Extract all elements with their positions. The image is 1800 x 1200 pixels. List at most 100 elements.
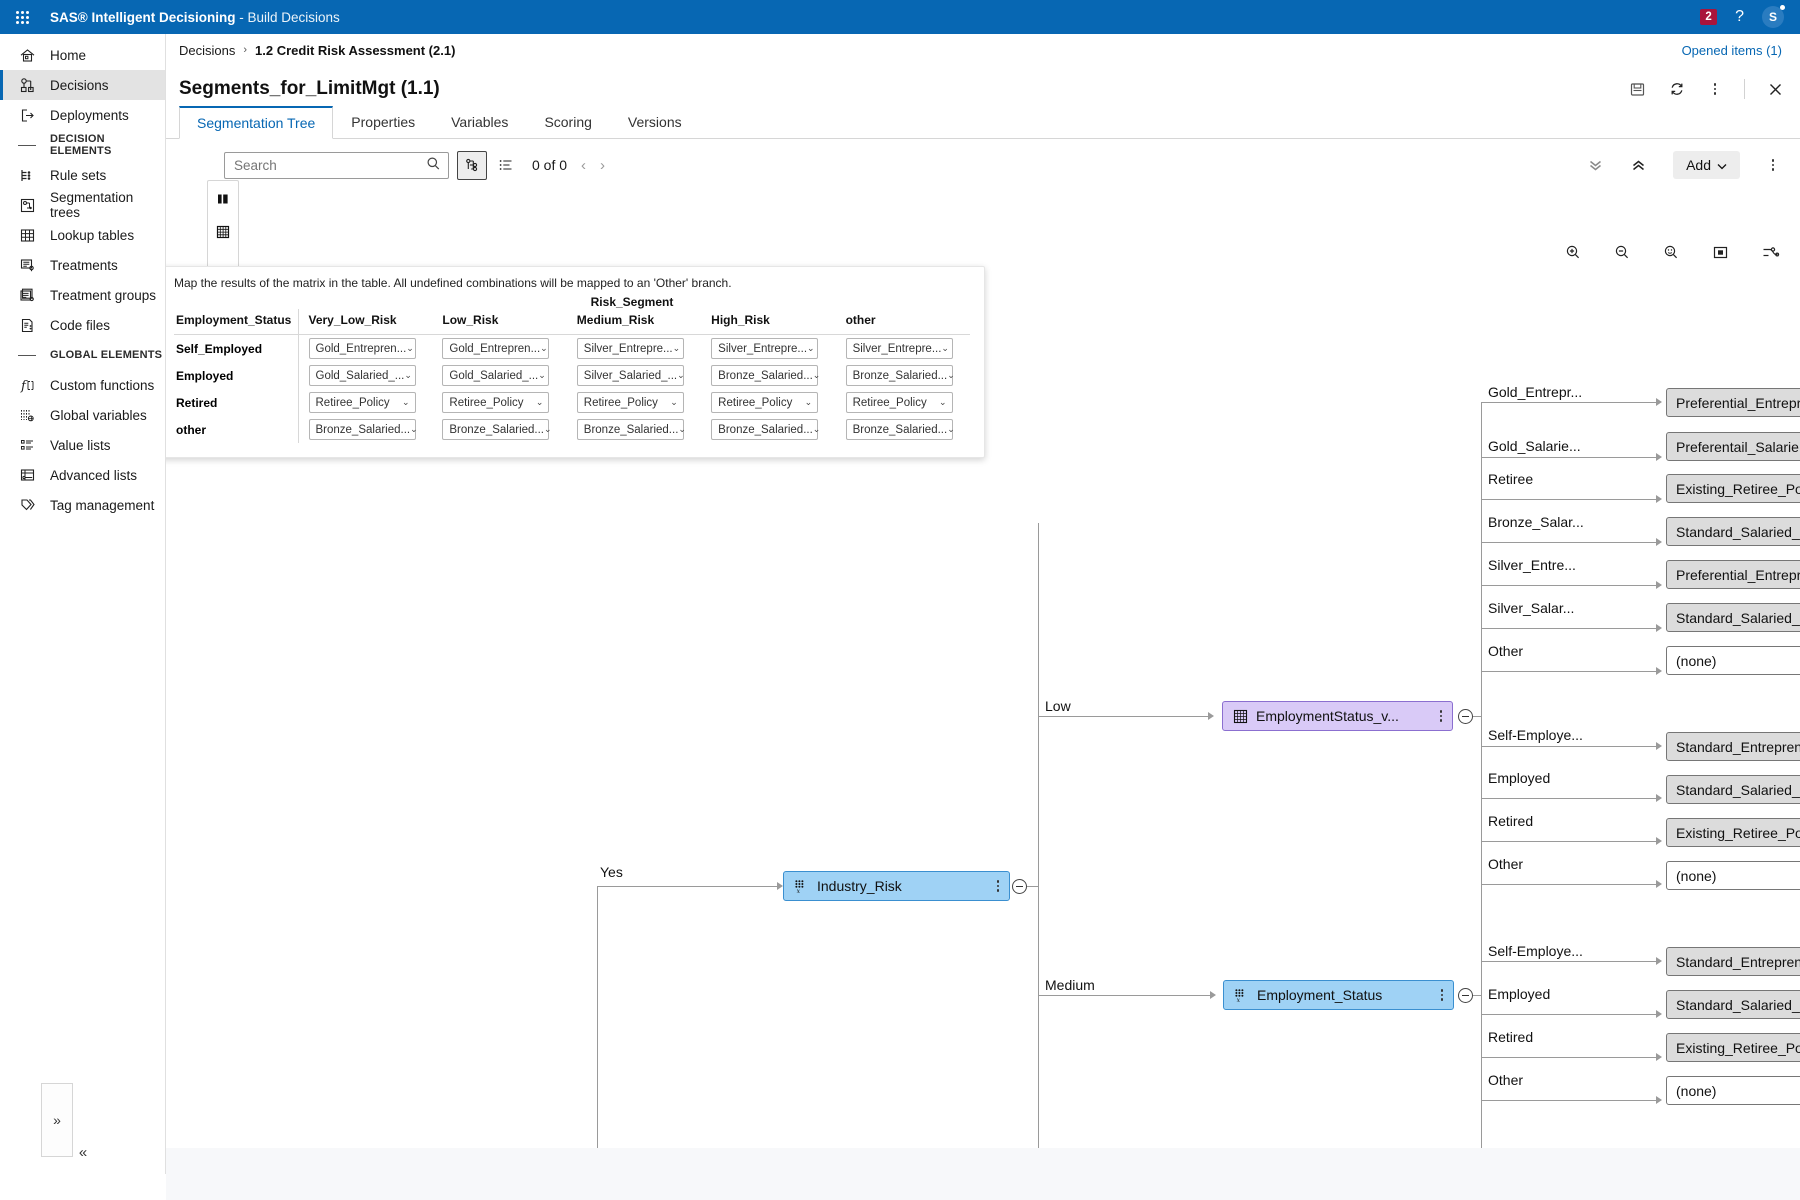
zoom-in-icon[interactable] xyxy=(1565,244,1582,261)
tab-scoring[interactable]: Scoring xyxy=(544,114,592,130)
refresh-icon[interactable] xyxy=(1668,80,1686,98)
close-icon[interactable] xyxy=(1767,81,1784,98)
tree-leaf-preferential-entrepr-2[interactable]: Preferential_Entrepr... xyxy=(1666,560,1800,589)
matrix-select[interactable]: Gold_Salaried_...⌄ xyxy=(442,365,550,386)
search-in-tree-button[interactable] xyxy=(457,150,487,180)
tree-node-employment-status-medium[interactable]: x Employment_Status xyxy=(1223,980,1454,1010)
tree-node-employmentstatus-v[interactable]: EmploymentStatus_v... xyxy=(1222,701,1453,731)
tree-leaf-none-1[interactable]: (none) xyxy=(1666,646,1800,675)
matrix-select[interactable]: Gold_Salaried_...⌄ xyxy=(308,365,416,386)
notification-badge[interactable]: 2 xyxy=(1700,9,1718,25)
matrix-select[interactable]: Bronze_Salaried...⌄ xyxy=(308,419,418,440)
expand-panel-button[interactable]: » xyxy=(41,1083,73,1157)
sidebar-item-code-files[interactable]: Code files xyxy=(0,310,165,340)
search-field[interactable] xyxy=(232,156,426,174)
search-prev-button[interactable]: ‹ xyxy=(581,156,587,174)
tree-leaf-preferentail-salarie[interactable]: Preferentail_Salarie... xyxy=(1666,432,1800,461)
help-icon[interactable]: ? xyxy=(1735,8,1744,25)
breadcrumb-root[interactable]: Decisions xyxy=(179,42,236,58)
rule-matrix-icon: x xyxy=(793,878,809,894)
expand-all-icon[interactable] xyxy=(1630,157,1647,174)
tree-leaf-preferential-entrepr[interactable]: Preferential_Entrepr... xyxy=(1666,388,1800,417)
sidebar-item-value-lists[interactable]: Value lists xyxy=(0,430,165,460)
tree-node-industry-risk[interactable]: x Industry_Risk xyxy=(783,871,1010,901)
matrix-select[interactable]: Silver_Entrepre...⌄ xyxy=(576,338,684,359)
collapse-node-button[interactable] xyxy=(1458,988,1473,1003)
collapse-node-button[interactable] xyxy=(1012,879,1027,894)
lookup-grid-icon xyxy=(1232,708,1248,724)
matrix-select[interactable]: Bronze_Salaried...⌄ xyxy=(442,419,552,440)
search-icon[interactable] xyxy=(426,156,441,174)
tree-leaf-existing-retiree-pol[interactable]: Existing_Retiree_Pol... xyxy=(1666,474,1800,503)
tree-leaf-none-3[interactable]: (none) xyxy=(1666,1076,1800,1105)
tree-leaf-existing-retiree-pol-2[interactable]: Existing_Retiree_Pol... xyxy=(1666,818,1800,847)
matrix-select[interactable]: Bronze_Salaried...⌄ xyxy=(845,419,955,440)
add-button[interactable]: Add xyxy=(1673,151,1740,179)
matrix-select[interactable]: Bronze_Salaried...⌄ xyxy=(576,419,686,440)
sidebar-item-lookup-tables[interactable]: Lookup tables xyxy=(0,220,165,250)
fit-to-screen-icon[interactable] xyxy=(1712,244,1729,261)
tree-leaf-standard-salaried-li-2[interactable]: Standard_Salaried_Li... xyxy=(1666,603,1800,632)
layout-icon[interactable] xyxy=(1761,244,1780,261)
matrix-select[interactable]: Retiree_Policy⌄ xyxy=(308,392,416,413)
sidebar-item-rule-sets[interactable]: Rule sets xyxy=(0,160,165,190)
sidebar-section-label: DECISION ELEMENTS xyxy=(50,133,112,157)
sidebar-item-decisions[interactable]: Decisions xyxy=(0,70,165,100)
matrix-select[interactable]: Retiree_Policy⌄ xyxy=(845,392,953,413)
matrix-select[interactable]: Silver_Salaried_...⌄ xyxy=(576,365,685,386)
sidebar-item-advanced-lists[interactable]: Advanced lists xyxy=(0,460,165,490)
tree-leaf-existing-retiree-pol-3[interactable]: Existing_Retiree_Pol... xyxy=(1666,1033,1800,1062)
collapse-all-icon[interactable] xyxy=(1587,157,1604,174)
more-options-icon[interactable] xyxy=(1708,83,1722,95)
matrix-select[interactable]: Retiree_Policy⌄ xyxy=(576,392,684,413)
sidebar-item-treatment-groups[interactable]: Treatment groups xyxy=(0,280,165,310)
node-more-options-icon[interactable] xyxy=(1434,710,1448,722)
rule-matrix-icon: x xyxy=(1233,987,1249,1003)
zoom-out-icon[interactable] xyxy=(1614,244,1631,261)
matrix-column-header: Low_Risk xyxy=(432,309,567,335)
sidebar-item-home[interactable]: Home xyxy=(0,40,165,70)
tree-leaf-none-2[interactable]: (none) xyxy=(1666,861,1800,890)
matrix-select[interactable]: Gold_Entrepren...⌄ xyxy=(308,338,416,359)
sidebar-item-deployments[interactable]: Deployments xyxy=(0,100,165,130)
matrix-select[interactable]: Bronze_Salaried...⌄ xyxy=(711,365,820,386)
tree-leaf-standard-salaried-li-4[interactable]: Standard_Salaried_Li... xyxy=(1666,990,1800,1019)
collapse-sidebar-button[interactable]: « xyxy=(78,1143,88,1161)
app-switcher-icon[interactable] xyxy=(0,10,44,24)
matrix-select[interactable]: Silver_Entrepre...⌄ xyxy=(711,338,819,359)
opened-items-link[interactable]: Opened items (1) xyxy=(1681,42,1782,58)
tree-leaf-standard-entrepreneu-2[interactable]: Standard_Entrepreneu... xyxy=(1666,947,1800,976)
tree-leaf-standard-entrepreneu-1[interactable]: Standard_Entrepreneu... xyxy=(1666,732,1800,761)
tree-leaf-standard-salaried-li[interactable]: Standard_Salaried_Li... xyxy=(1666,517,1800,546)
tab-segmentation-tree[interactable]: Segmentation Tree xyxy=(179,106,334,139)
tab-properties[interactable]: Properties xyxy=(351,114,416,130)
matrix-select[interactable]: Bronze_Salaried...⌄ xyxy=(711,419,820,440)
search-next-button[interactable]: › xyxy=(600,156,606,174)
matrix-select[interactable]: Retiree_Policy⌄ xyxy=(442,392,550,413)
more-options-icon[interactable] xyxy=(1766,159,1780,171)
zoom-reset-icon[interactable] xyxy=(1663,244,1680,261)
sidebar-item-tag-management[interactable]: Tag management xyxy=(0,490,165,520)
matrix-select[interactable]: Retiree_Policy⌄ xyxy=(711,392,819,413)
matrix-select[interactable]: Bronze_Salaried...⌄ xyxy=(845,365,955,386)
segmentation-tree-canvas[interactable]: Map the results of the matrix in the tab… xyxy=(166,186,1800,1148)
save-icon[interactable] xyxy=(1629,81,1646,98)
sidebar-item-treatments[interactable]: Treatments xyxy=(0,250,165,280)
search-in-list-button[interactable] xyxy=(492,151,520,179)
node-more-options-icon[interactable] xyxy=(991,880,1005,892)
grid-view-icon[interactable] xyxy=(214,223,232,241)
search-input[interactable] xyxy=(224,151,449,179)
split-view-icon[interactable] xyxy=(214,190,232,208)
sidebar-item-custom-functions[interactable]: f Custom functions xyxy=(0,370,165,400)
avatar[interactable]: S xyxy=(1762,5,1785,28)
node-more-options-icon[interactable] xyxy=(1435,989,1449,1001)
matrix-select[interactable]: Silver_Entrepre...⌄ xyxy=(845,338,953,359)
collapse-node-button[interactable] xyxy=(1458,709,1473,724)
sidebar-item-global-variables[interactable]: Global variables xyxy=(0,400,165,430)
tab-variables[interactable]: Variables xyxy=(451,114,509,130)
sidebar-item-segmentation-trees[interactable]: Segmentation trees xyxy=(0,190,165,220)
tab-versions[interactable]: Versions xyxy=(627,114,682,130)
matrix-column-header: High_Risk xyxy=(701,309,836,335)
tree-leaf-standard-salaried-li-3[interactable]: Standard_Salaried_Li... xyxy=(1666,775,1800,804)
matrix-select[interactable]: Gold_Entrepren...⌄ xyxy=(442,338,550,359)
